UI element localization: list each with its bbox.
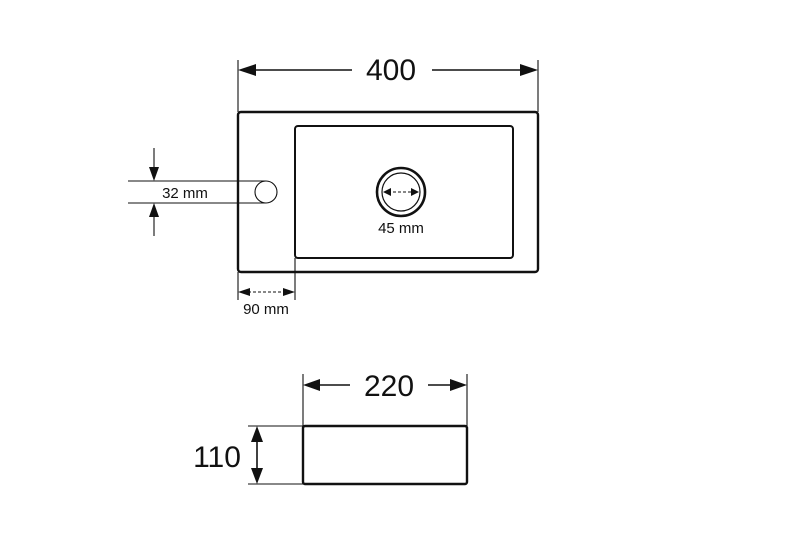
arrow-up-icon [251,426,263,442]
arrow-down-icon [149,167,159,181]
arrow-left-icon [238,64,256,76]
basin-side-outline [301,424,469,486]
arrow-left-icon [383,188,391,196]
width-label-400: 400 [366,54,416,87]
drain-label: 45 mm [378,220,424,237]
drain: 45 mm [375,166,427,237]
height-label-110: 110 [193,441,241,474]
side-view: 220 110 [193,370,469,486]
arrow-right-icon [520,64,538,76]
tap-hole-label: 32 mm [162,185,208,202]
width-dimension-top: 400 [237,54,539,112]
top-view: 400 32 mm 45 mm [128,54,540,318]
tap-hole-dimension: 32 mm [128,148,266,236]
arrow-right-icon [411,188,419,196]
arrow-right-icon [283,288,295,296]
offset-dimension: 90 mm [237,258,296,318]
height-dimension: 110 [193,425,303,485]
width-label-220: 220 [364,370,414,403]
arrow-right-icon [450,379,467,391]
width-dimension-side: 220 [302,370,468,426]
arrow-up-icon [149,203,159,217]
arrow-left-icon [303,379,320,391]
offset-label: 90 mm [243,301,289,318]
arrow-left-icon [238,288,250,296]
arrow-down-icon [251,468,263,484]
